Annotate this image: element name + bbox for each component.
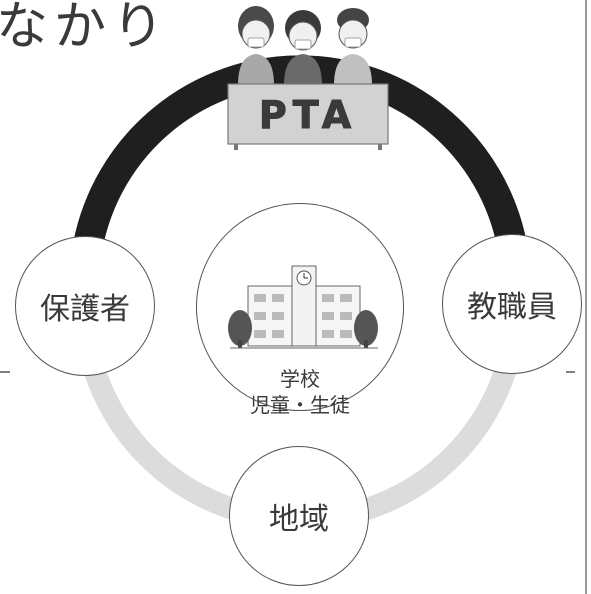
node-community-label: 地域: [269, 502, 329, 537]
pta-banner-label: PTA: [259, 93, 357, 137]
node-guardians-label: 保護者: [40, 292, 130, 327]
node-staff: 教職員: [442, 234, 582, 374]
pta-banner: [227, 83, 389, 150]
page-heading: なかり: [0, 0, 171, 57]
node-guardians: 保護者: [15, 236, 155, 376]
center-label: 学校 児童・生徒: [196, 366, 404, 418]
node-staff-label: 教職員: [467, 290, 557, 325]
center-label-students: 児童・生徒: [250, 393, 350, 417]
people-icon: [238, 6, 372, 85]
page-edge-line: [585, 0, 587, 594]
center-label-school: 学校: [280, 367, 320, 391]
pta-banner-text-layer: PTA: [258, 93, 357, 138]
node-community: 地域: [229, 446, 369, 586]
